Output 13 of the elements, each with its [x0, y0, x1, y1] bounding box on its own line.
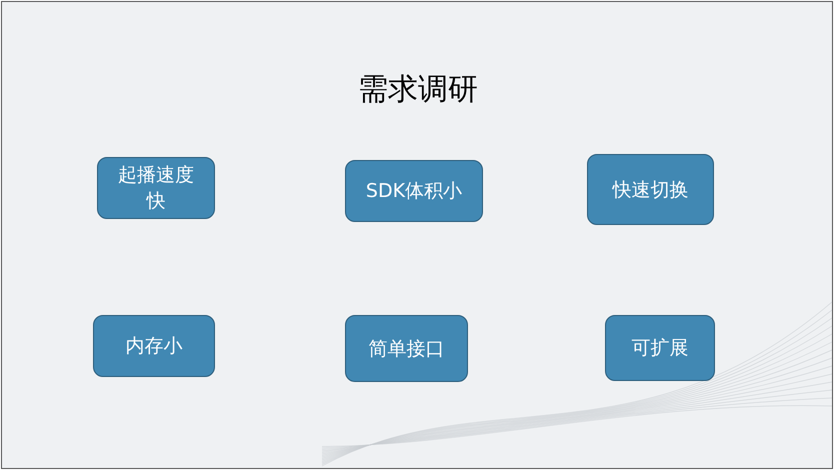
rounded-box [93, 315, 215, 377]
rounded-box [345, 160, 483, 222]
box-label: SDK体积小 [366, 179, 462, 204]
rounded-box [345, 315, 468, 382]
rounded-box [605, 315, 715, 381]
rounded-box [587, 154, 714, 225]
slide-title: 需求调研 [358, 72, 478, 108]
box-label: 快速切换 [612, 178, 688, 202]
box-label: 简单接口 [368, 336, 444, 362]
box-label: 起播速度快 [117, 163, 195, 214]
rounded-box [97, 157, 215, 219]
box-label: 内存小 [126, 334, 182, 359]
box-label: 可扩展 [632, 336, 688, 361]
